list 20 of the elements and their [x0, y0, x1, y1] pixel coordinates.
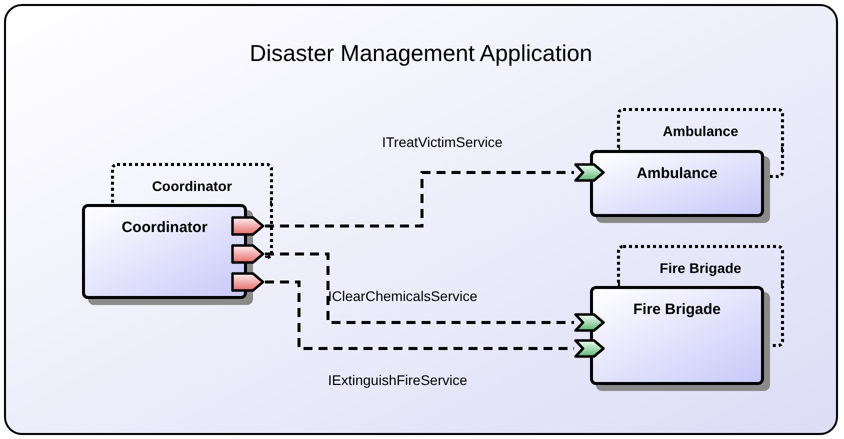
component-name: Fire Brigade: [633, 300, 721, 320]
required-port: [231, 216, 265, 236]
component-name: Ambulance: [636, 164, 718, 184]
required-port: [231, 272, 265, 292]
component-heading: Fire Brigade: [660, 259, 742, 278]
component-name: Coordinator: [122, 218, 208, 238]
required-port: [231, 244, 265, 264]
component-heading: Ambulance: [662, 122, 738, 141]
dashed-connector: [265, 252, 574, 324]
provided-port: [574, 339, 605, 358]
dashed-connector: [265, 280, 574, 350]
frame-title: Disaster Management Application: [250, 39, 592, 68]
application-frame: [4, 4, 838, 435]
dashed-connector: [265, 171, 574, 228]
component-heading: Coordinator: [152, 177, 232, 196]
edge-label: ITreatVictimService: [382, 133, 503, 152]
provided-port: [574, 163, 605, 182]
provided-port: [574, 313, 605, 332]
edge-label: IExtinguishFireService: [328, 371, 468, 390]
edge-label: IClearChemicalsService: [328, 287, 478, 306]
